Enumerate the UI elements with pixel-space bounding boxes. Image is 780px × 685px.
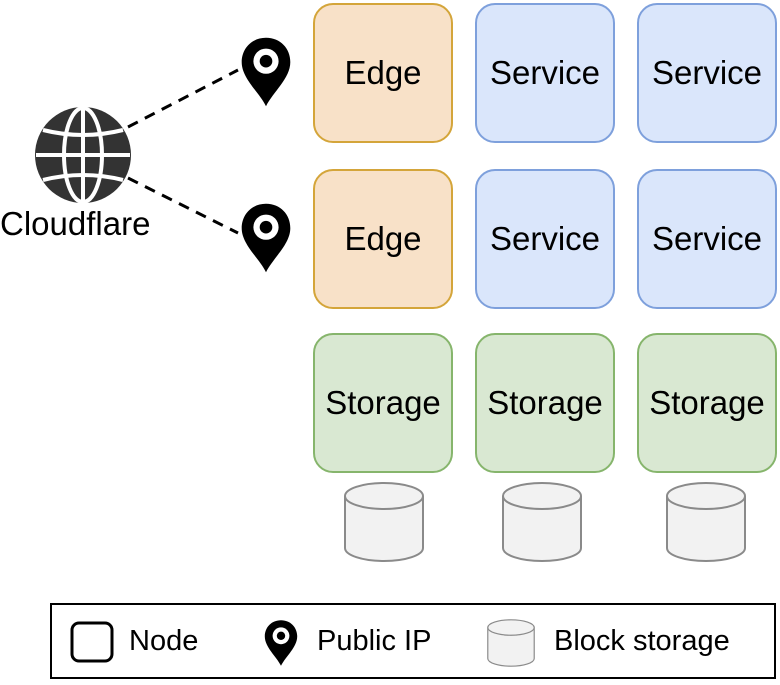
globe-icon (35, 106, 131, 204)
cylinder-icon (344, 482, 424, 562)
service-node: Service (637, 169, 777, 309)
legend: Node Public IP Block storage (50, 603, 776, 679)
legend-icons (70, 619, 535, 667)
location-pin-icon (241, 37, 291, 107)
cylinder-icon (502, 482, 582, 562)
storage-node: Storage (313, 333, 453, 473)
connection-line-bottom (127, 176, 239, 235)
edge-node: Edge (313, 3, 453, 143)
node-icon (70, 621, 114, 663)
connection-line-top (127, 68, 239, 129)
legend-public-ip-label: Public IP (317, 625, 432, 657)
cloudflare-label: Cloudflare (0, 205, 151, 242)
storage-node: Storage (475, 333, 615, 473)
service-node: Service (475, 169, 615, 309)
location-pin-icon (264, 620, 298, 666)
cylinder-icon (666, 482, 746, 562)
legend-node-label: Node (129, 625, 199, 657)
edge-node: Edge (313, 169, 453, 309)
legend-block-storage-label: Block storage (554, 625, 730, 657)
location-pin-icon (241, 203, 291, 273)
service-node: Service (637, 3, 777, 143)
service-node: Service (475, 3, 615, 143)
storage-node: Storage (637, 333, 777, 473)
cylinder-icon (487, 619, 535, 667)
